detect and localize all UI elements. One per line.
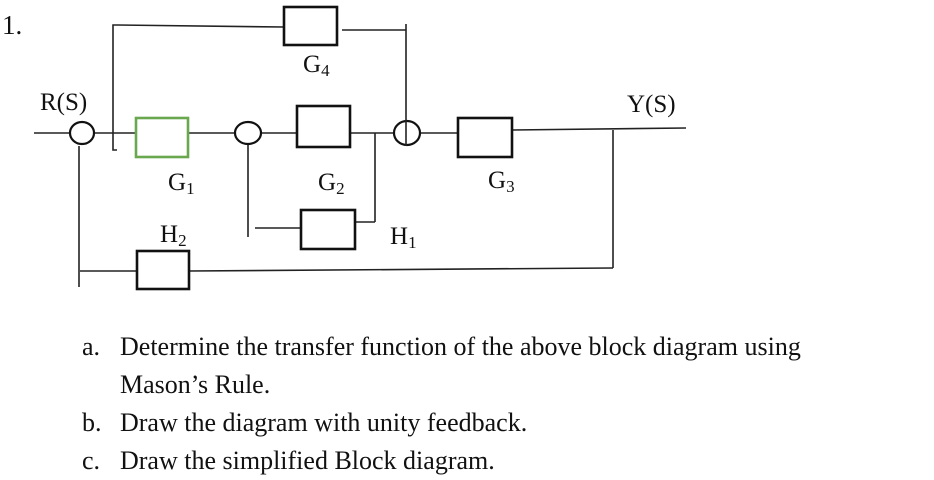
g4-top-wire [116,24,285,28]
label-g1: G1 [168,169,195,198]
question-marker: a. [82,332,101,361]
output-wire [511,127,687,131]
block-g3 [456,116,514,159]
question-marker: c. [82,446,101,475]
summing-junction-3 [392,119,422,147]
block-diagram: R(S) Y(S) G1 G2 G3 G4 H1 H2 [34,5,687,291]
summing-junction-1 [68,120,96,146]
question-c: c. Draw the simplified Block diagram. [82,442,801,480]
question-marker: b. [82,408,102,437]
label-h2: H2 [160,221,187,250]
block-g4 [282,5,339,47]
output-label: Y(S) [627,91,676,118]
block-h2 [135,249,191,291]
label-g2: G2 [318,169,345,198]
input-label: R(S) [40,89,87,116]
question-text: Draw the diagram with unity feedback. [120,408,528,437]
question-text: Draw the simplified Block diagram. [120,446,495,475]
label-g4: G4 [303,51,330,80]
question-b: b. Draw the diagram with unity feedback. [82,404,801,442]
problem-number: 1. [2,10,23,40]
block-g2 [295,104,352,149]
g4-feedforward-in [112,24,117,151]
question-text: Determine the transfer function of the a… [120,332,801,361]
question-text-continued: Mason’s Rule. [120,370,271,399]
question-list: a. Determine the transfer function of th… [82,328,801,480]
label-g3: G3 [488,167,515,196]
label-h1: H1 [390,223,417,252]
h2-in-wire [188,267,614,272]
block-h1 [299,208,357,251]
summing-junction-2 [233,120,263,146]
question-a: a. Determine the transfer function of th… [82,328,801,404]
block-g1 [134,116,190,159]
